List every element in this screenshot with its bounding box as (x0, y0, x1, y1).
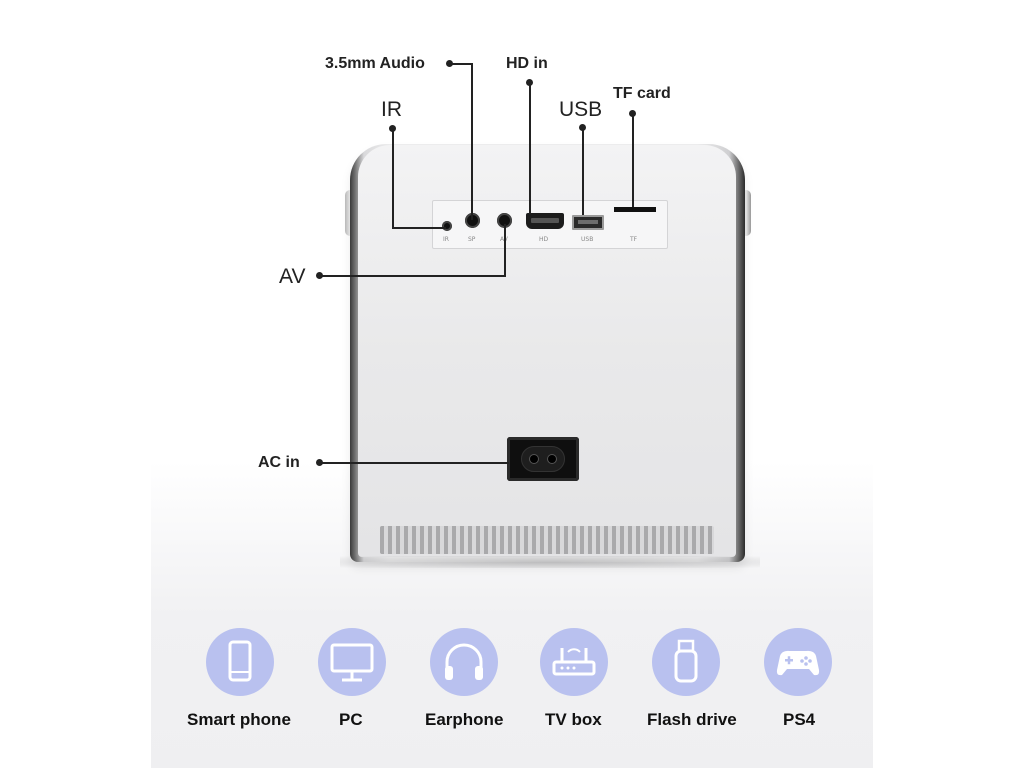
usb-drive-icon (674, 639, 698, 683)
callout-av: AV (279, 265, 306, 288)
callout-line-ir-h (392, 227, 446, 229)
port-label-tf: TF (630, 236, 638, 243)
callout-line-audio-v (471, 63, 473, 220)
tf-card-slot (614, 207, 656, 212)
headphones-icon (445, 643, 483, 680)
callout-line-audio-h (449, 63, 472, 65)
port-label-sp: SP (468, 236, 476, 243)
callout-usb: USB (559, 98, 603, 121)
callout-audio: 3.5mm Audio (325, 55, 425, 72)
router-icon (552, 648, 596, 676)
callout-line-av-h (319, 275, 505, 277)
callout-ac-in: AC in (258, 454, 300, 471)
port-label-av: AV (500, 236, 508, 243)
device-label-earphone: Earphone (425, 710, 504, 729)
right-side-knob (741, 190, 751, 236)
ac-power-socket (507, 437, 579, 481)
callout-hd-in: HD in (506, 55, 548, 72)
device-label-tv-box: TV box (545, 710, 602, 729)
vent-grille (380, 526, 714, 554)
callout-line-usb (582, 127, 584, 215)
port-label-ir: IR (443, 236, 449, 243)
device-tv-box (540, 628, 608, 696)
device-earphone (430, 628, 498, 696)
smartphone-icon (228, 640, 252, 682)
callout-tf-card: TF card (613, 85, 671, 102)
callout-line-ac-in (319, 462, 509, 464)
usb-port (572, 215, 604, 230)
device-label-pc: PC (339, 710, 363, 729)
device-label-flash-drive: Flash drive (647, 710, 737, 729)
floor-shadow (340, 556, 760, 568)
audio-jack (465, 213, 480, 228)
gamepad-icon (776, 650, 820, 676)
av-jack (497, 213, 512, 228)
ir-receiver (442, 221, 452, 231)
callout-ir: IR (381, 98, 402, 121)
device-label-smart-phone: Smart phone (187, 710, 291, 729)
device-label-ps4: PS4 (783, 710, 816, 729)
port-label-hd: HD (539, 236, 549, 243)
port-label-usb: USB (581, 236, 594, 243)
callout-line-av-v (504, 224, 506, 277)
device-flash-drive (652, 628, 720, 696)
monitor-icon (330, 643, 374, 682)
callout-line-hd-in (529, 82, 531, 214)
device-smart-phone (206, 628, 274, 696)
device-pc (318, 628, 386, 696)
callout-line-tf-card (632, 113, 634, 207)
device-ps4 (764, 628, 832, 696)
callout-line-ir-v (392, 128, 394, 228)
hdmi-port (526, 213, 564, 229)
